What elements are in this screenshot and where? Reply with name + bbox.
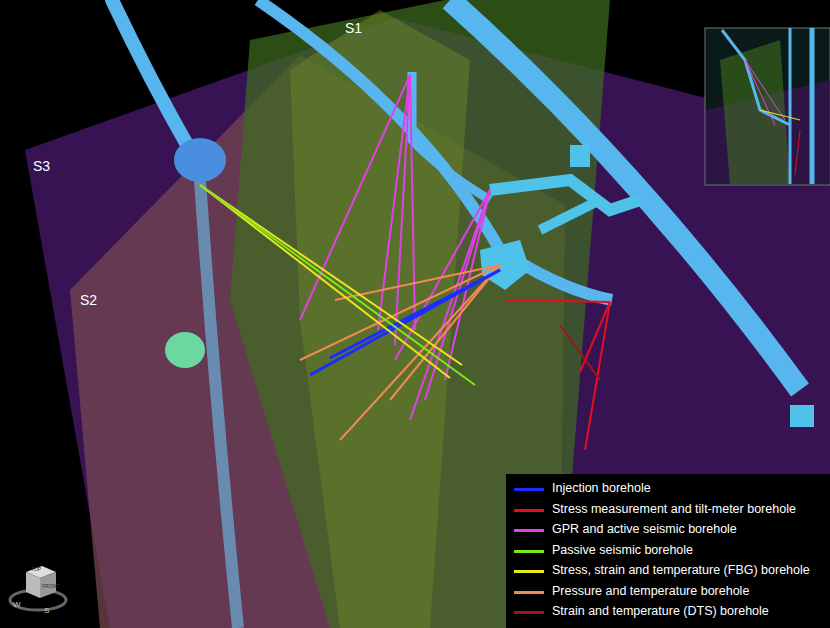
cube-label: FRONT bbox=[42, 583, 59, 589]
plane-label: S1 bbox=[345, 20, 362, 36]
legend-swatch bbox=[514, 488, 544, 491]
legend-swatch bbox=[514, 591, 544, 594]
legend-text: Injection borehole bbox=[552, 481, 651, 495]
plane-label: S2 bbox=[80, 292, 97, 308]
legend-swatch bbox=[514, 550, 544, 553]
legend-swatch bbox=[514, 529, 544, 532]
legend-swatch bbox=[514, 570, 544, 573]
legend-text: Stress, strain and temperature (FBG) bor… bbox=[552, 563, 810, 577]
legend-swatch bbox=[514, 509, 544, 512]
cube-label: TOP bbox=[31, 566, 41, 572]
compass-label: S bbox=[44, 606, 49, 615]
plane-label: S3 bbox=[33, 158, 50, 174]
legend-text: Strain and temperature (DTS) borehole bbox=[552, 604, 769, 618]
legend-swatch bbox=[514, 611, 544, 614]
legend-text: Passive seismic borehole bbox=[552, 543, 693, 557]
legend-text: Pressure and temperature borehole bbox=[552, 584, 749, 598]
legend: Injection boreholeStress measurement and… bbox=[506, 474, 830, 628]
compass-label: W bbox=[13, 600, 21, 609]
legend-text: Stress measurement and tilt-meter boreho… bbox=[552, 502, 796, 516]
legend-text: GPR and active seismic borehole bbox=[552, 522, 737, 536]
